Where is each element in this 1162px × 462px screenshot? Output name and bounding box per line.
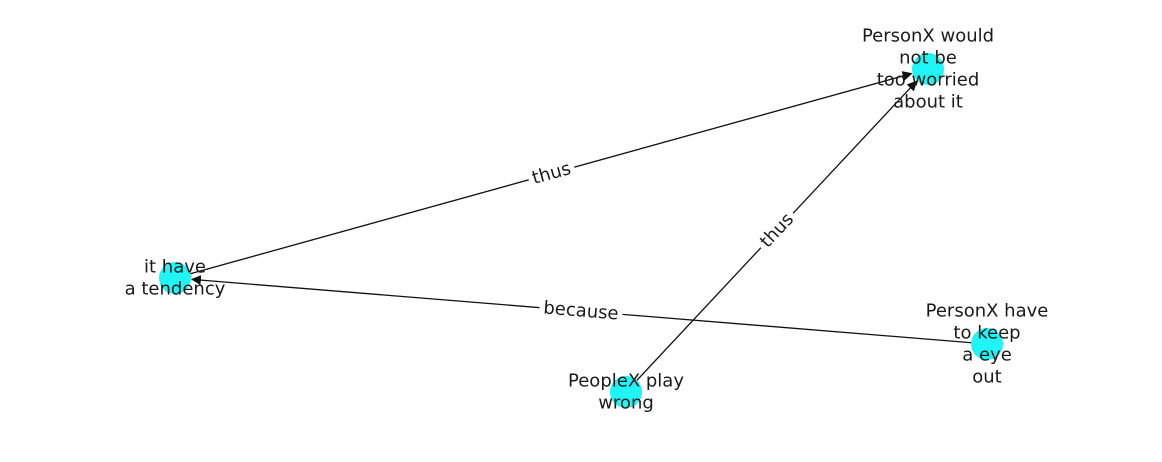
node-label-line: about it bbox=[893, 92, 963, 113]
node-label-line: it have bbox=[144, 257, 206, 278]
edge-label-background bbox=[538, 296, 624, 326]
edge-label-e_tendency_worried: thus bbox=[525, 156, 578, 191]
nodes-layer bbox=[159, 53, 1003, 408]
node-n_play_wrong bbox=[610, 376, 642, 408]
node-label-line: PersonX would bbox=[862, 26, 994, 47]
edge-label-background bbox=[525, 156, 578, 191]
node-label-line: not be bbox=[899, 48, 957, 69]
node-label-line: wrong bbox=[598, 393, 654, 414]
node-n_worried bbox=[912, 53, 944, 85]
node-label-line: out bbox=[972, 367, 1001, 388]
node-label-line: PersonX have bbox=[926, 301, 1049, 322]
edge-label-background bbox=[752, 205, 802, 256]
edge-label-e_keepeye_tendency: because bbox=[538, 296, 624, 326]
node-n_tendency bbox=[159, 262, 191, 294]
node-label-line: too worried bbox=[877, 70, 980, 91]
edges-layer bbox=[174, 71, 988, 393]
edge-label-text: thus bbox=[530, 158, 573, 189]
node-label-line: a eye bbox=[962, 345, 1012, 366]
node-n_keep_eye bbox=[971, 328, 1003, 360]
edge-label-text: because bbox=[543, 297, 620, 324]
node-label-line: to keep bbox=[953, 323, 1020, 344]
node-label-line: a tendency bbox=[125, 279, 226, 300]
node-label-line: PeopleX play bbox=[568, 371, 684, 392]
